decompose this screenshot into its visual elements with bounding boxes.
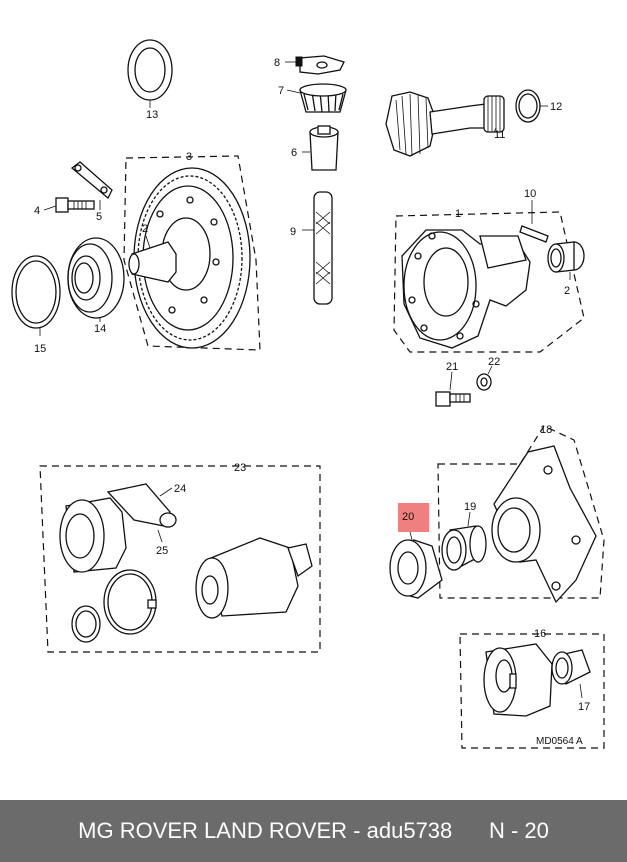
callout-12: 12 (550, 101, 562, 113)
callout-17: 17 (578, 701, 590, 713)
exploded-parts-diagram: 13 8 7 6 9 11 (11, 39, 605, 749)
part-18-extension-housing (491, 445, 597, 604)
part-23-circlip (103, 569, 157, 635)
callout-13: 13 (146, 109, 158, 121)
part-9-cross-shaft (302, 191, 333, 305)
part-13-thrust-washer (127, 39, 173, 108)
callout-23: 23 (234, 462, 246, 474)
group-3-outline (123, 155, 261, 351)
part-6-cross-shaft-sleeve (302, 125, 339, 171)
callout-18: 18 (540, 424, 552, 436)
part-14-bearing (67, 237, 125, 322)
group-23-outline (39, 465, 321, 653)
callout-2a: 2 (142, 223, 148, 235)
part-24-grease-tube (106, 483, 177, 528)
part-4-bolt (43, 197, 95, 213)
callout-10: 10 (524, 188, 536, 200)
callout-21: 21 (446, 361, 458, 373)
part-22-washer (476, 365, 493, 391)
callout-22: 22 (488, 356, 500, 368)
callout-24: 24 (174, 483, 186, 495)
callout-19: 19 (464, 501, 476, 513)
part-11-pinion-shaft (385, 91, 505, 157)
part-7-bevel-pinion (286, 83, 347, 113)
part-5-lock-tab (70, 161, 113, 210)
group-16-outline (459, 633, 605, 749)
part-23-drive-cup-outer (59, 497, 127, 573)
part-23-inner-ring (71, 605, 101, 643)
callout-11: 11 (494, 129, 505, 141)
callout-20: 20 (402, 511, 414, 523)
part-3-crown-wheel (128, 167, 251, 349)
callout-2b: 2 (564, 285, 570, 297)
footer-text: MG ROVER LAND ROVER - adu5738 N - 20 (78, 818, 549, 843)
part-21-bolt (435, 371, 471, 407)
part-20-oil-seal (389, 539, 443, 599)
callout-1: 1 (455, 208, 461, 220)
callout-15: 15 (34, 343, 46, 355)
footer-bar: MG ROVER LAND ROVER - adu5738 N - 20 (0, 800, 627, 862)
group-1-outline (393, 211, 585, 353)
part-8-thrust-plate (285, 55, 345, 75)
callout-8: 8 (274, 57, 280, 69)
drawing-code: MD0564 A (536, 736, 583, 747)
part-10-roll-pin (519, 200, 549, 243)
part-12-o-ring (515, 89, 548, 123)
part-15-shim-ring (11, 255, 61, 336)
callout-3: 3 (186, 151, 192, 163)
callout-16: 16 (534, 628, 546, 640)
callout-7: 7 (278, 85, 284, 97)
part-2-bush-right (547, 241, 585, 280)
callout-25: 25 (156, 545, 168, 557)
callout-14: 14 (94, 323, 106, 335)
part-16-adapter (483, 643, 553, 717)
callout-6: 6 (291, 147, 297, 159)
part-23-cv-joint (195, 537, 313, 619)
callout-5: 5 (96, 211, 102, 223)
callout-9: 9 (290, 226, 296, 238)
callout-4: 4 (34, 205, 40, 217)
callout-20-highlight (398, 503, 429, 532)
part-1-differential-housing (401, 229, 531, 349)
part-17-bush (551, 649, 591, 699)
part-19-bush (441, 511, 487, 571)
